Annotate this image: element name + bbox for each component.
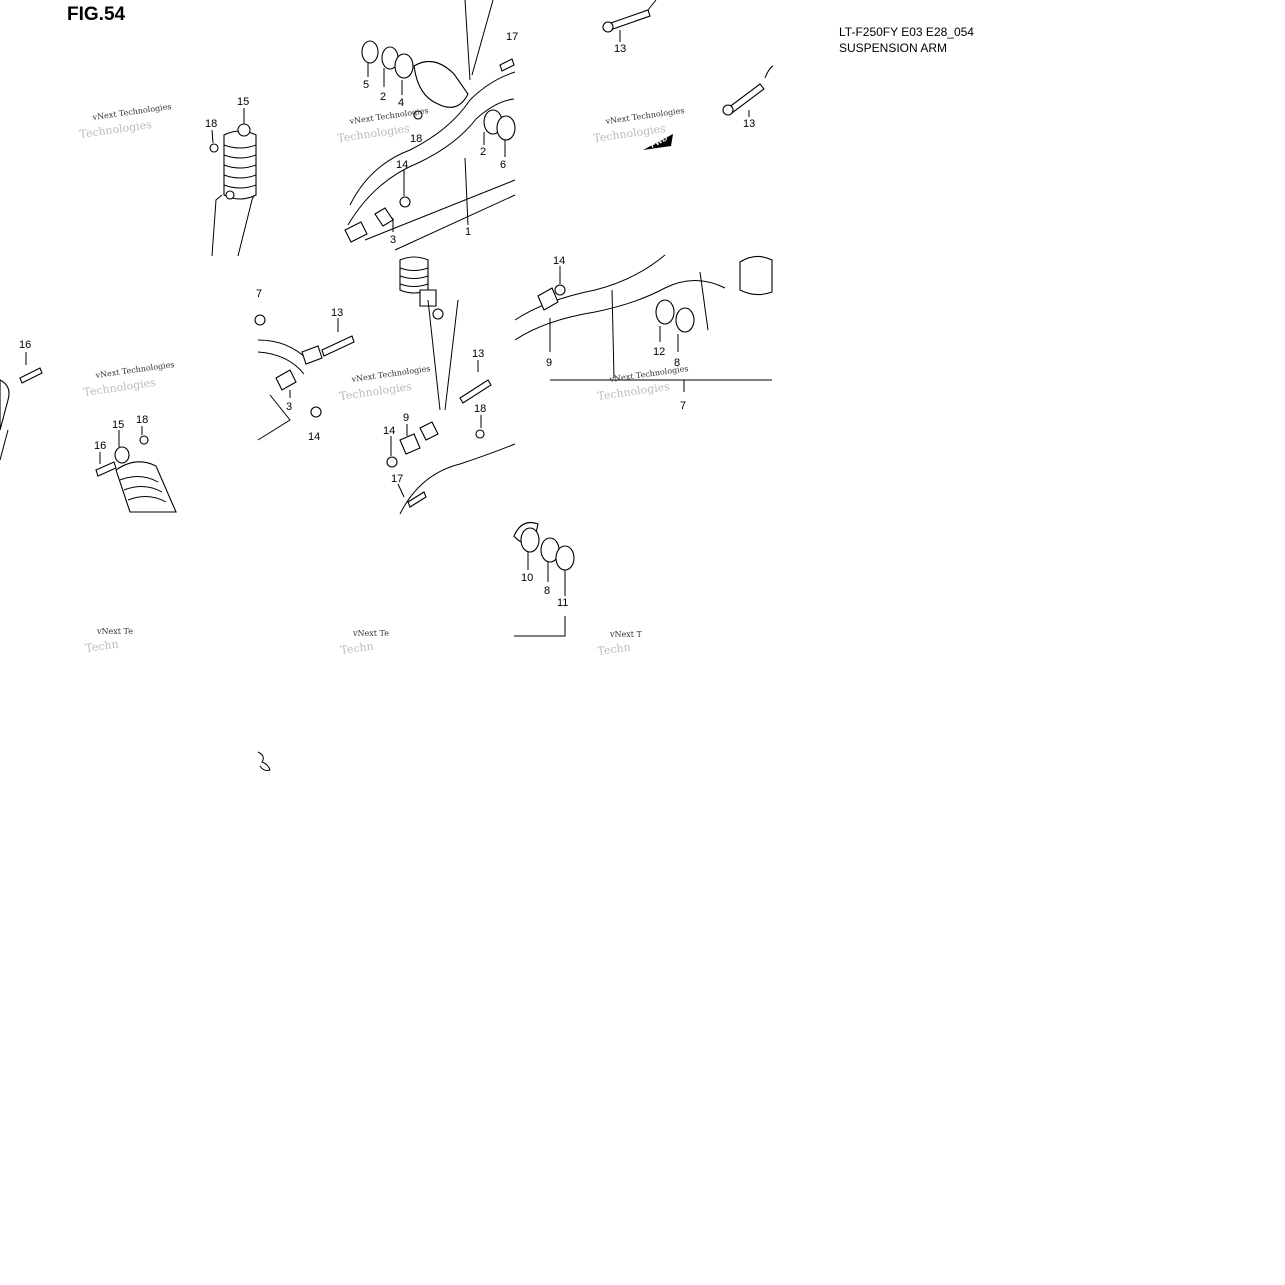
nut-18b bbox=[413, 110, 423, 120]
callout-7: 7 bbox=[256, 288, 262, 300]
callout-17: 17 bbox=[391, 473, 403, 485]
callout-18: 18 bbox=[474, 403, 486, 415]
callout-2: 2 bbox=[480, 146, 486, 158]
callout-3: 3 bbox=[286, 401, 292, 413]
bushing-9b bbox=[537, 287, 559, 311]
seal-8a bbox=[675, 307, 695, 333]
lower-arm-tile bbox=[514, 254, 773, 392]
stray-mark bbox=[257, 751, 271, 771]
bushing-15b bbox=[114, 446, 130, 464]
callout-13: 13 bbox=[472, 348, 484, 360]
callout-15: 15 bbox=[112, 419, 124, 431]
svg-text:Technologies: Technologies bbox=[79, 118, 153, 141]
svg-text:vNext T: vNext T bbox=[609, 630, 643, 639]
lower-arm-bearing-tile bbox=[513, 521, 575, 637]
nut-18 bbox=[209, 143, 219, 153]
rear-shock-lower-tile bbox=[0, 352, 43, 461]
svg-text:Techn: Techn bbox=[597, 640, 632, 658]
bolt-13a bbox=[607, 9, 651, 31]
callout-16: 16 bbox=[19, 339, 31, 351]
callout-16: 16 bbox=[94, 440, 106, 452]
cap-11 bbox=[555, 545, 575, 571]
rear-shock-upper-tile bbox=[209, 108, 257, 257]
nut-14b bbox=[310, 406, 322, 418]
callout-11: 11 bbox=[557, 597, 568, 609]
rear-shock-bottom-tile bbox=[95, 426, 177, 513]
callout-1: 1 bbox=[465, 226, 471, 238]
svg-text:Techn: Techn bbox=[340, 639, 375, 657]
shock-spring-coil bbox=[223, 130, 257, 200]
callout-8: 8 bbox=[674, 357, 680, 369]
callout-18: 18 bbox=[205, 118, 217, 130]
callout-8: 8 bbox=[544, 585, 550, 597]
callout-17: 17 bbox=[506, 31, 518, 43]
seal-6 bbox=[496, 115, 516, 141]
svg-text:Technologies: Technologies bbox=[597, 380, 671, 403]
svg-text:vNext Technologies: vNext Technologies bbox=[350, 364, 431, 384]
bolt-16b bbox=[95, 461, 117, 477]
callout-18: 18 bbox=[410, 133, 422, 145]
model-code: LT-F250FY E03 E28_054 bbox=[839, 25, 974, 39]
figure-title: FIG.54 bbox=[67, 4, 126, 25]
bolt-13d bbox=[459, 379, 492, 404]
callout-13: 13 bbox=[614, 43, 626, 55]
callout-14: 14 bbox=[396, 159, 408, 171]
callout-14: 14 bbox=[553, 255, 565, 267]
upper-arm-rear-tile bbox=[254, 314, 355, 441]
svg-text:vNext Technologies: vNext Technologies bbox=[91, 102, 172, 122]
callout-7: 7 bbox=[680, 400, 686, 412]
bearing-12 bbox=[655, 299, 675, 325]
bushing-3b bbox=[301, 345, 323, 365]
callout-2: 2 bbox=[380, 91, 386, 103]
callout-13: 13 bbox=[331, 307, 343, 319]
bushing-15 bbox=[237, 123, 251, 137]
bushing-3a bbox=[344, 221, 368, 243]
bushing-10 bbox=[520, 527, 540, 553]
bolt-16a bbox=[19, 367, 43, 384]
bolt-13b bbox=[727, 83, 765, 114]
svg-text:Technologies: Technologies bbox=[83, 376, 157, 399]
bushing-9a bbox=[399, 433, 421, 455]
svg-text:Technologies: Technologies bbox=[337, 122, 411, 145]
svg-text:Techn: Techn bbox=[85, 637, 120, 655]
svg-text:Technologies: Technologies bbox=[339, 380, 413, 403]
nut-14a bbox=[399, 196, 411, 208]
nut-14d bbox=[554, 284, 566, 296]
callout-labels: 1 2 2 3 3 4 5 6 7 7 8 8 9 9 10 11 12 13 … bbox=[19, 31, 755, 609]
callout-13: 13 bbox=[743, 118, 755, 130]
bolt-17b bbox=[407, 491, 427, 508]
callout-10: 10 bbox=[521, 572, 533, 584]
nut-18d bbox=[139, 435, 149, 445]
svg-text:vNext Technologies: vNext Technologies bbox=[94, 360, 175, 380]
callout-15: 15 bbox=[237, 96, 249, 108]
bolt-13c bbox=[321, 335, 355, 357]
svg-text:vNext Te: vNext Te bbox=[352, 629, 389, 638]
callout-5: 5 bbox=[363, 79, 369, 91]
callout-6: 6 bbox=[500, 159, 506, 171]
lower-shock-center-tile bbox=[386, 256, 516, 515]
svg-text:vNext Te: vNext Te bbox=[96, 627, 133, 636]
callout-4: 4 bbox=[398, 97, 404, 109]
dust-seal-5 bbox=[361, 40, 379, 64]
lower-arm-pivot bbox=[739, 255, 773, 296]
upper-arm-front-tile bbox=[344, 0, 516, 251]
svg-text:vNext Technologies: vNext Technologies bbox=[348, 106, 429, 126]
callout-12: 12 bbox=[653, 346, 665, 358]
nut-18c bbox=[475, 429, 485, 439]
callout-9: 9 bbox=[546, 357, 552, 369]
callout-18: 18 bbox=[136, 414, 148, 426]
diagram-name: SUSPENSION ARM bbox=[839, 41, 948, 55]
arm-pivot-housing bbox=[413, 60, 469, 108]
shock-lower-spring bbox=[399, 256, 429, 294]
upper-arm-tube bbox=[349, 71, 516, 206]
spacer-4 bbox=[394, 53, 414, 79]
nut-14c bbox=[386, 456, 398, 468]
svg-text:vNext Technologies: vNext Technologies bbox=[604, 106, 685, 126]
callout-14: 14 bbox=[308, 431, 320, 443]
callout-9: 9 bbox=[403, 412, 409, 424]
callout-3: 3 bbox=[390, 234, 396, 246]
callout-14: 14 bbox=[383, 425, 395, 437]
